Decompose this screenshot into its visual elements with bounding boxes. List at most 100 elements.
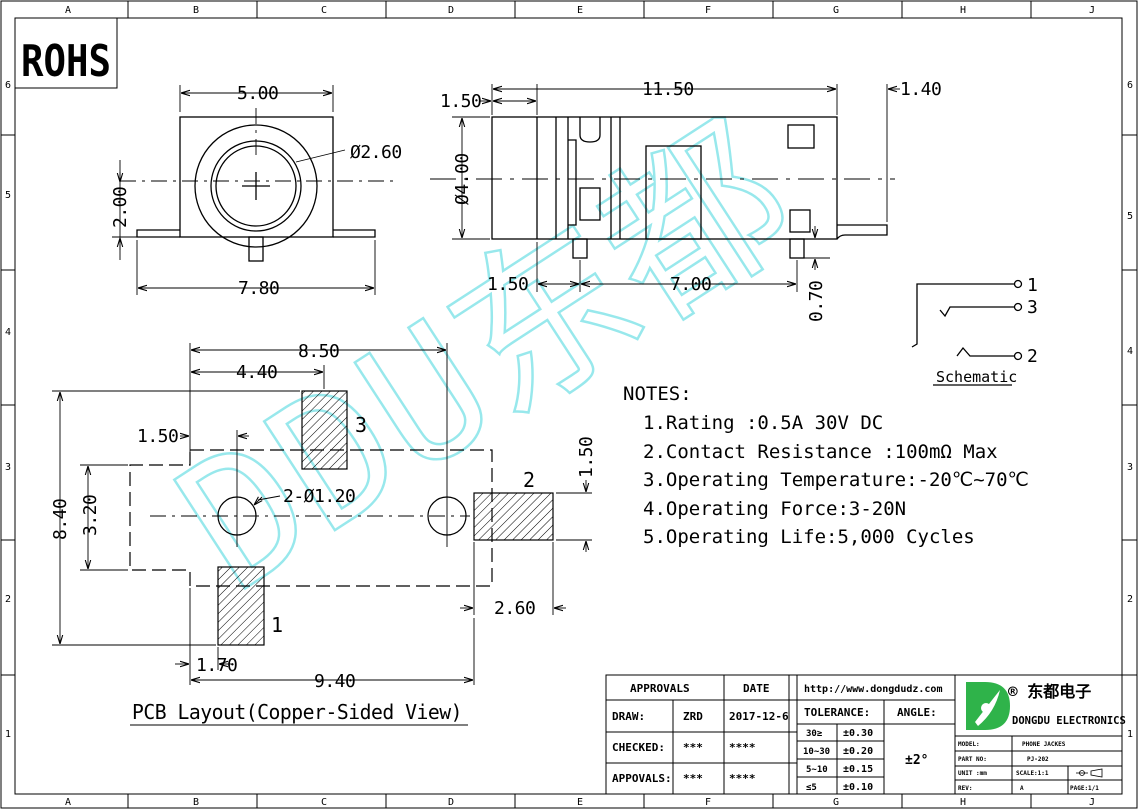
dim-pin-len: 0.70 — [806, 281, 827, 322]
tb-draw-name: ZRD — [683, 710, 703, 723]
dim-holes: 2-Ø1.20 — [283, 486, 355, 507]
grid-col-top: F — [705, 5, 711, 16]
dim-8-50: 8.50 — [298, 341, 339, 362]
grid-row-right: 4 — [1127, 346, 1133, 357]
dim-pin-span: 7.00 — [670, 274, 711, 295]
tb-tol-range: ≤5 — [806, 783, 817, 793]
pcb-pads — [217, 390, 554, 646]
title-block-text: APPROVALS DATE DRAW: ZRD 2017-12-6 CHECK… — [612, 682, 1126, 793]
tb-tol-range: 10~30 — [803, 747, 830, 757]
front-view — [120, 108, 395, 262]
pcb-dims — [52, 343, 592, 726]
dim-1-70: 1.70 — [196, 655, 237, 676]
dim-1-50: 1.50 — [137, 426, 178, 447]
tb-rev: A — [1020, 785, 1024, 792]
grid-row-right: 5 — [1127, 211, 1133, 222]
schematic-labels: 1 3 2 Schematic — [936, 275, 1038, 386]
grid-row-left: 2 — [5, 594, 11, 605]
grid-row-right: 3 — [1127, 462, 1133, 473]
grid-col-bottom: A — [65, 797, 71, 808]
tb-part: PJ-202 — [1027, 756, 1049, 763]
grid-col-top: C — [321, 5, 327, 16]
tb-company-cn: ® 东都电子 — [1008, 682, 1091, 701]
tb-part-label: PART NO: — [958, 756, 987, 763]
dim-base: 7.80 — [238, 278, 279, 299]
dim-side-left: 1.50 — [440, 91, 481, 112]
tb-page: PAGE:1/1 — [1070, 785, 1099, 792]
grid-col-top: A — [65, 5, 71, 16]
grid-row-left: 1 — [5, 729, 11, 740]
dim-8-40: 8.40 — [50, 499, 71, 540]
side-view — [430, 116, 895, 259]
note-item: 3.Operating Temperature:-20℃~70℃ — [643, 469, 1029, 491]
note-item: 5.Operating Life:5,000 Cycles — [643, 526, 975, 548]
grid-col-top: D — [448, 5, 454, 16]
tb-draw-label: DRAW: — [612, 710, 645, 723]
tb-tol-val: ±0.15 — [843, 764, 873, 775]
pcb-caption: PCB Layout(Copper-Sided View) — [132, 700, 462, 724]
tb-tol-range: 5~10 — [806, 765, 828, 775]
pad-2 — [473, 492, 554, 541]
grid-col-top: G — [833, 5, 839, 16]
schematic-label: Schematic — [936, 368, 1017, 386]
title-block — [605, 674, 1123, 795]
tb-url: http://www.dongdudz.com — [804, 684, 942, 695]
dim-9-40: 9.40 — [314, 671, 355, 692]
side-view-labels: 1.50 11.50 1.40 Ø4.00 1.50 7.00 0.70 — [440, 79, 942, 322]
notes: NOTES: 1.Rating :0.5A 30V DC 2.Contact R… — [623, 383, 1029, 548]
tb-date: DATE — [743, 682, 770, 695]
title-block-small: MODEL: PHONE JACKES PART NO: PJ-202 UNIT… — [958, 741, 1099, 792]
pad-1 — [217, 566, 265, 646]
tb-angle: ANGLE: — [897, 706, 937, 719]
tb-checked-name: *** — [683, 741, 703, 754]
grid-col-top: E — [577, 5, 583, 16]
schematic-terminal — [1013, 279, 1023, 289]
grid-col-bottom: J — [1089, 797, 1095, 808]
tb-model-label: MODEL: — [958, 741, 980, 748]
dim-side-length: 11.50 — [642, 79, 694, 100]
company-logo — [966, 682, 1010, 730]
schematic-terminal — [1013, 302, 1023, 312]
schematic-pin-1: 1 — [1027, 275, 1038, 296]
tb-checked-label: CHECKED: — [612, 741, 665, 754]
tb-appovals-name: *** — [683, 772, 703, 785]
tb-angle-val: ±2° — [905, 753, 928, 768]
grid-row-left: 4 — [5, 327, 11, 338]
tb-draw-date: 2017-12-6 — [729, 710, 789, 723]
tb-approvals: APPROVALS — [630, 682, 690, 695]
note-item: 2.Contact Resistance :100mΩ Max — [643, 441, 998, 463]
grid-col-bottom: G — [833, 797, 839, 808]
tb-appovals-label: APPOVALS: — [612, 772, 672, 785]
grid-row-left: 3 — [5, 462, 11, 473]
grid-row-left: 6 — [5, 80, 11, 91]
tb-unit: UNIT :mm — [958, 770, 987, 777]
grid-row-right: 2 — [1127, 594, 1133, 605]
grid-col-bottom: F — [705, 797, 711, 808]
tb-tol-val: ±0.30 — [843, 728, 873, 739]
schematic — [911, 279, 1023, 386]
tb-appovals-date: **** — [729, 772, 756, 785]
grid-col-bottom: B — [193, 797, 199, 808]
dim-side-dia: Ø4.00 — [452, 153, 473, 205]
tb-tol-range: 30≥ — [806, 729, 823, 739]
tb-model: PHONE JACKES — [1022, 741, 1066, 748]
dim-3-20: 3.20 — [80, 495, 101, 536]
grid-col-bottom: E — [577, 797, 583, 808]
pad-label-2: 2 — [523, 468, 535, 492]
tb-tolerance: TOLERANCE: — [804, 706, 870, 719]
grid-col-top: B — [193, 5, 199, 16]
grid-col-bottom: C — [321, 797, 327, 808]
tb-checked-date: **** — [729, 741, 756, 754]
pad-label-3: 3 — [355, 413, 367, 437]
rohs-badge: ROHS — [14, 17, 118, 89]
tb-rev-label: REV: — [958, 785, 972, 792]
tb-tol-val: ±0.20 — [843, 746, 873, 757]
schematic-pin-3: 3 — [1027, 297, 1038, 318]
note-item: 1.Rating :0.5A 30V DC — [643, 412, 883, 434]
front-view-labels: 5.00 Ø2.60 2.00 7.80 — [110, 83, 402, 299]
grid-col-bottom: H — [960, 797, 966, 808]
grid-row-left: 5 — [5, 190, 11, 201]
pad-label-1: 1 — [271, 613, 283, 637]
